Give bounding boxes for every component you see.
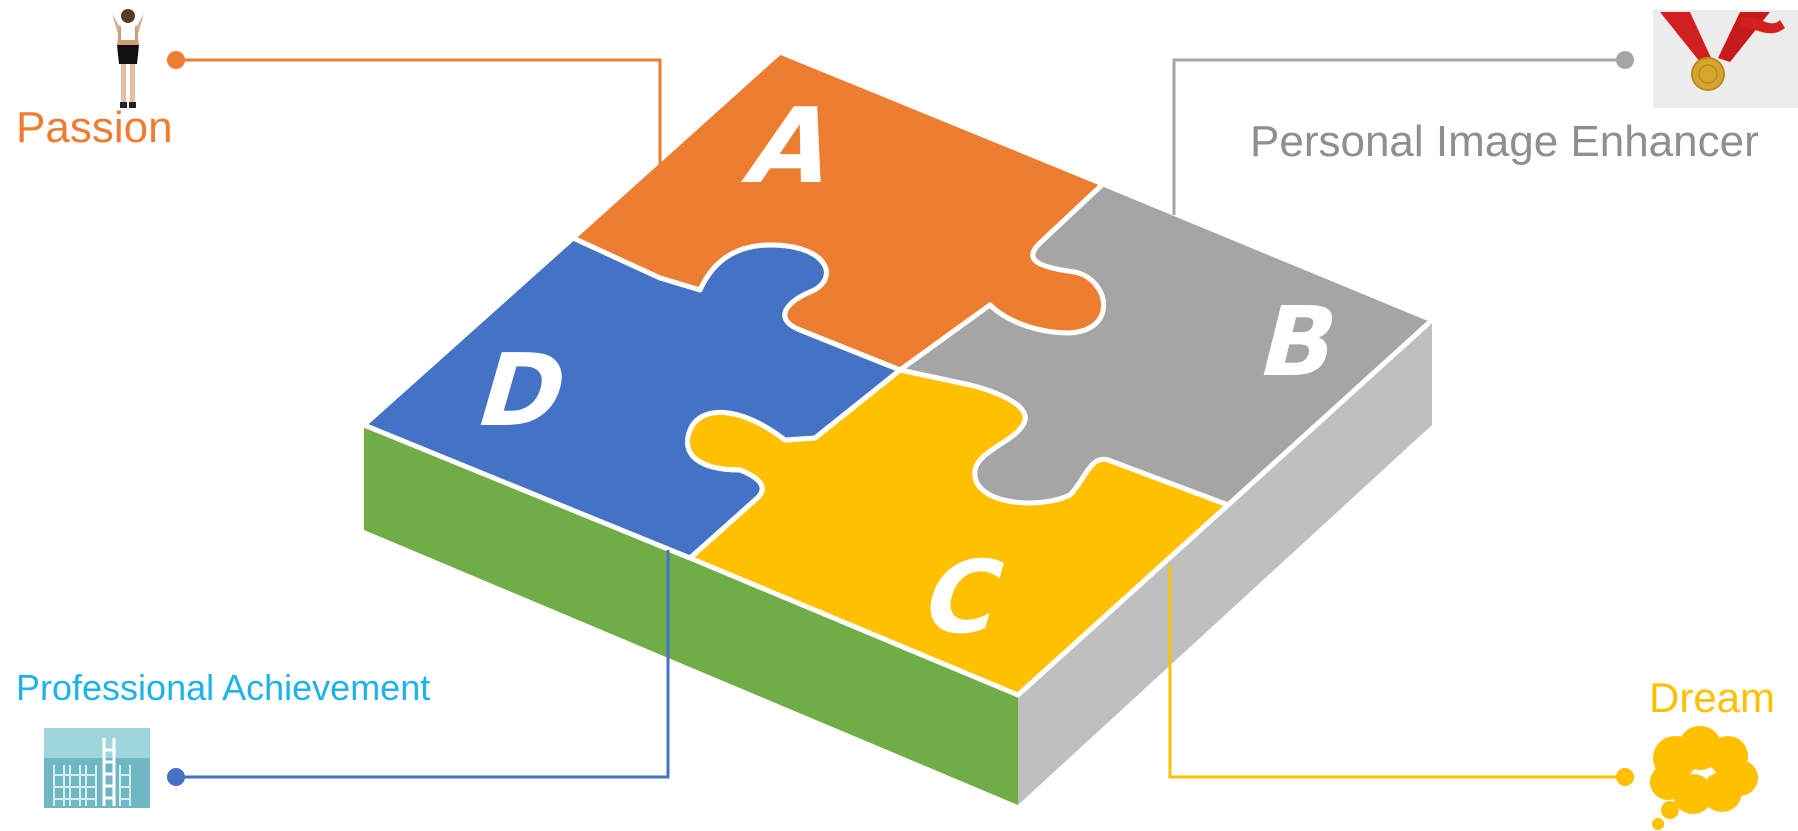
connector-line-a xyxy=(176,58,662,165)
gold-medal-image xyxy=(1653,10,1798,108)
connector-line-d xyxy=(176,550,670,779)
callout-label-professional-achievement: Professional Achievement xyxy=(16,667,431,708)
puzzle-piece-d xyxy=(361,235,903,561)
thought-cloud-icon xyxy=(1650,726,1758,830)
connector-dot-b xyxy=(1616,51,1634,69)
callout-label-dream: Dream xyxy=(1649,674,1776,721)
base-front-face xyxy=(364,425,1018,805)
callout-label-personal-image-enhancer: Personal Image Enhancer xyxy=(1250,117,1759,166)
connector-dot-c xyxy=(1616,768,1634,786)
callout-label-passion: Passion xyxy=(16,103,173,152)
connector-dot-d xyxy=(167,768,185,786)
base-side-face xyxy=(1018,320,1432,805)
connector-line-c xyxy=(1168,565,1625,779)
ladder-image xyxy=(44,728,150,808)
connector-line-b xyxy=(1172,58,1625,215)
woman-cheering-image xyxy=(112,9,144,108)
connector-dot-a xyxy=(167,51,185,69)
